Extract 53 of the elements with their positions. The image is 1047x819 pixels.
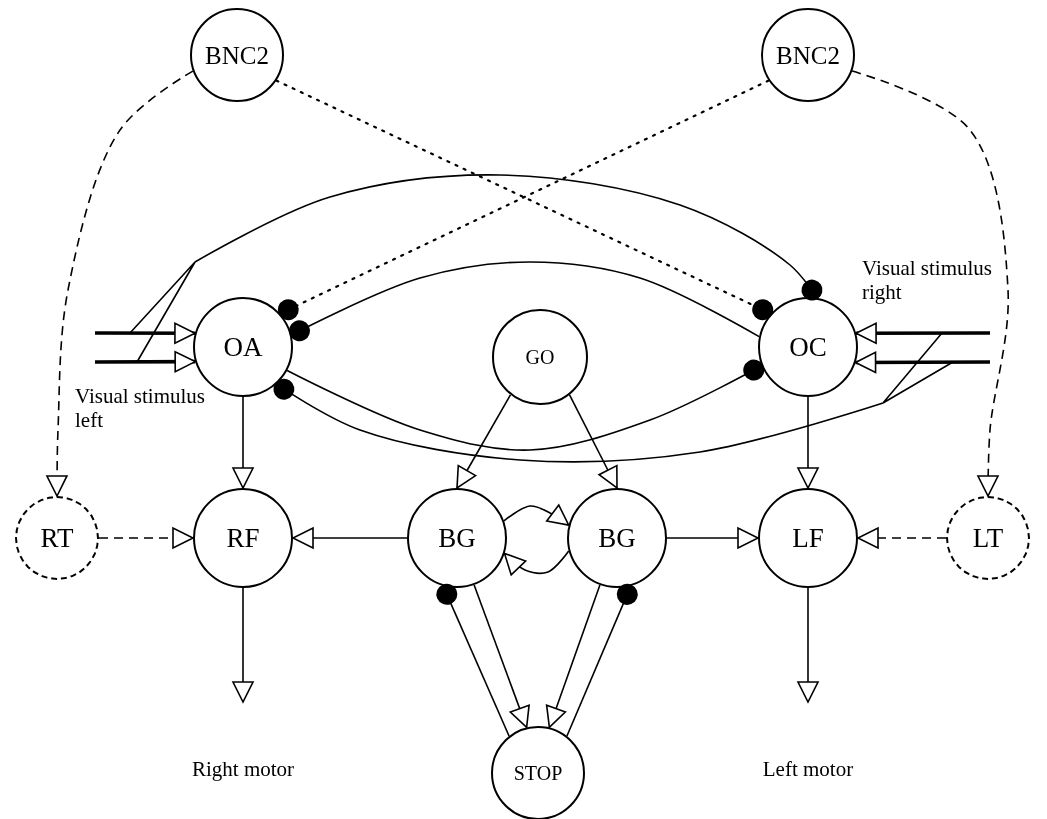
neuron-circle [758,297,858,397]
connector [503,550,570,576]
neuron-circle [491,726,585,819]
dashed-connector [851,70,1010,497]
connector [292,527,408,549]
text-label: Visual stimulus left [75,384,206,433]
dashed-connector [857,527,947,549]
neuron-label: BNC2 [776,42,840,68]
connector [666,527,759,549]
connector [273,332,954,463]
neuron-circle [761,8,855,102]
connector [95,350,196,373]
neuron-label: OA [223,333,263,361]
neuron-label: LF [792,524,824,552]
connector [797,587,819,703]
connector [289,261,760,342]
neuron-label: BG [438,524,476,552]
connector [286,359,765,451]
connector [545,584,601,729]
neuron-circle [193,488,293,588]
connector [95,322,196,344]
connector [473,584,530,729]
connector [854,351,990,374]
neuron-circle [407,488,507,588]
connector [855,322,990,344]
neuron-label: BNC2 [205,42,269,68]
text-label: Left motor [761,757,855,782]
connector [232,396,254,489]
connector [797,396,819,489]
neuron-label: RT [40,524,74,552]
connector [503,504,570,526]
neuron-label: STOP [513,763,563,783]
connector [232,587,254,703]
connector [568,394,618,489]
neuron-circle [758,488,858,588]
neuron-circle [190,8,284,102]
text-label: Right motor [190,757,296,782]
dashed-neuron-circle [946,496,1030,580]
neuron-label: RF [226,524,260,552]
neuron-label: OC [789,333,827,361]
dashed-neuron-circle [15,496,99,580]
neuron-circle [567,488,667,588]
dashed-connector [46,70,194,497]
neuron-label: GO [525,347,555,367]
text-label: Visual stimulus right [862,256,993,305]
connector [456,394,512,489]
connector [436,583,510,737]
neuron-label: LT [972,524,1004,552]
connector [566,583,638,737]
dashed-connector [98,527,194,549]
neuron-circle [492,309,588,405]
connector [129,174,823,363]
neuron-label: BG [598,524,636,552]
